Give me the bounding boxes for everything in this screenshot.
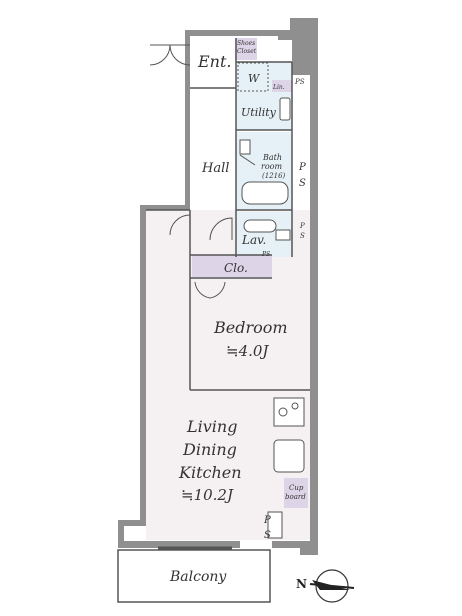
cupboard-fill [284,478,308,508]
burner-right [291,402,299,410]
label-ldk-3: Kitchen [178,463,242,482]
label-ps-lav-p: P [299,222,305,230]
linen-fill [272,80,292,92]
lav-door [209,217,233,241]
burner-left [278,407,288,417]
label-ps-top: PS [294,78,305,86]
label-shoes-closet-1: Shoes [237,40,255,47]
compass: N [296,569,355,603]
label-lavatory: Lav. [241,233,266,247]
doors [149,44,256,299]
label-bedroom-size: ≒4.0J [226,342,269,360]
label-ldk-2: Dining [182,440,237,459]
wall-block-top-right [278,36,310,75]
fixtures [237,62,305,539]
balcony-outline [117,549,271,603]
balcony-area [117,546,271,603]
label-bath-size: (1216) [262,172,286,180]
label-cupboard-1: Cup [289,484,304,492]
lav-sink [275,229,291,241]
compass-north-label: N [296,577,307,591]
label-ps-ldk-s: S [264,530,271,541]
label-ps-bath-s: S [299,178,306,189]
label-closet: Clo. [224,261,248,275]
ldk-door [169,214,191,236]
label-linen: Lin. [272,84,285,91]
label-washer: W [248,72,261,85]
label-cupboard-2: board [285,493,306,501]
label-bedroom: Bedroom [213,318,288,337]
kitchen-sink [273,439,305,473]
closet-fill [192,255,272,277]
label-hall: Hall [201,161,229,176]
label-ldk-size: ≒10.2J [181,486,234,504]
shoes-closet-fill [235,38,257,60]
label-shoes-closet-2: Closet [237,48,257,55]
room-fills [146,38,310,540]
entrance-door-b [169,44,191,66]
partitions [146,38,310,391]
label-ps-lav-s: S [300,232,305,240]
label-ps-small: PS [261,251,270,258]
toilet [243,219,277,233]
label-entrance: Ent. [197,52,232,71]
label-ldk-1: Living [186,417,237,436]
label-utility: Utility [241,106,277,119]
entrance-door-a [149,44,171,66]
ps-box-ldk [267,511,283,539]
compass-ring [315,569,349,603]
label-ps-ldk-p: P [263,515,271,526]
bath-door [239,154,256,166]
bedroom-door-b [209,281,226,299]
bedroom-door-a [194,281,211,299]
washer-space [237,62,269,92]
label-bath-1: Bath [262,153,282,162]
compass-arrow [309,583,355,589]
bath-shower [239,139,251,155]
bedroom-fill [190,280,310,390]
bathtub [241,181,289,205]
utility-sink [279,97,291,121]
label-bath-2: room [261,162,282,171]
label-balcony: Balcony [169,569,227,585]
room-labels: Ent. Shoes Closet W Lin. PS Utility Hall… [169,40,306,585]
label-ps-bath-p: P [298,162,306,173]
